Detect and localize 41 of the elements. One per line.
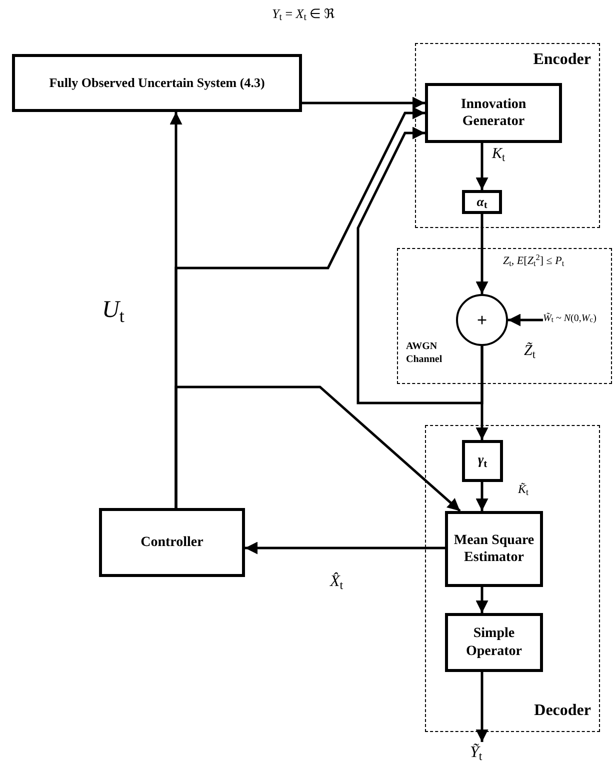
arrow xyxy=(174,386,461,512)
math-label: Ỹ$_{t}$ xyxy=(470,742,482,764)
process-box xyxy=(445,511,543,587)
gain-box xyxy=(462,440,503,482)
box-label: Innovation Generator xyxy=(460,96,528,130)
group-title: Encoder xyxy=(533,50,591,70)
dashed-group-box xyxy=(415,43,600,228)
arrow xyxy=(302,96,425,110)
arrow xyxy=(508,314,543,326)
dashed-group-box xyxy=(425,425,600,732)
dashed-group-box xyxy=(397,248,612,384)
arrow xyxy=(476,214,488,294)
box-label: Controller xyxy=(140,534,204,552)
process-box xyxy=(99,508,245,577)
box-label: Fully Observed Uncertain System (4.3) xyxy=(49,74,265,92)
box-label: Mean Square Estimator xyxy=(452,532,536,566)
arrow xyxy=(476,672,488,742)
math-label: Z$_{t}$, E[Z$_{t}$$^{2}$] ≤ P$_{t}$ xyxy=(503,253,564,270)
group-title: AWGN Channel xyxy=(406,341,444,366)
math-label: U$_{t}$ xyxy=(102,296,124,328)
box-label: α$_{t}$ xyxy=(476,194,488,210)
box-label: Simple Operator xyxy=(465,625,523,660)
summing-junction xyxy=(456,294,508,346)
gain-box xyxy=(462,190,502,214)
arrow xyxy=(245,542,445,554)
math-label: Z̃$_{t}$ xyxy=(524,341,536,362)
math-label: K$_{t}$ xyxy=(492,145,506,166)
math-label: K̃$_{t}$ xyxy=(518,481,529,498)
arrow xyxy=(356,126,484,404)
process-box xyxy=(12,54,302,112)
math-label: X̂$_{t}$ xyxy=(330,571,344,594)
box-label: γ$_{t}$ xyxy=(478,452,488,470)
math-label: W̃$_{t}$ ~ N(0,W$_{c}$) xyxy=(543,312,596,326)
arrow xyxy=(476,482,488,511)
arrow xyxy=(476,143,488,190)
math-label: Y$_{t}$ = X$_{t}$ ∈ ℜ xyxy=(272,5,335,24)
process-box xyxy=(425,83,562,143)
plus-sign: + xyxy=(476,308,488,332)
arrow xyxy=(476,587,488,613)
group-title: Decoder xyxy=(534,701,591,721)
process-box xyxy=(445,613,543,672)
